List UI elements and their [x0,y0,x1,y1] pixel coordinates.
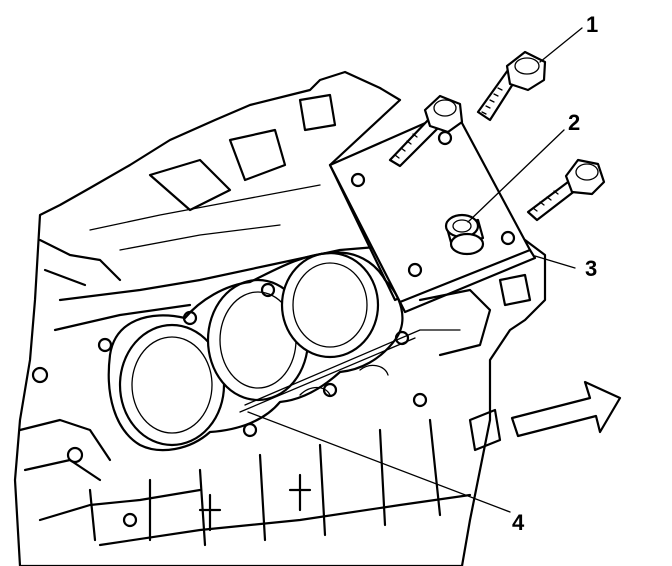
callout-1: 1 [586,12,598,37]
callout-4: 4 [512,510,525,535]
engine-block [13,70,547,566]
gasket [239,329,461,413]
bolt-middle [388,94,464,168]
dowel-sleeve [444,213,485,256]
callout-2: 2 [568,110,580,135]
bolt-upper [476,50,547,122]
bolt-right [526,158,606,222]
leader-lines [247,27,583,513]
direction-arrow [510,380,622,438]
cover-plate [328,108,537,314]
callout-3: 3 [585,256,597,281]
